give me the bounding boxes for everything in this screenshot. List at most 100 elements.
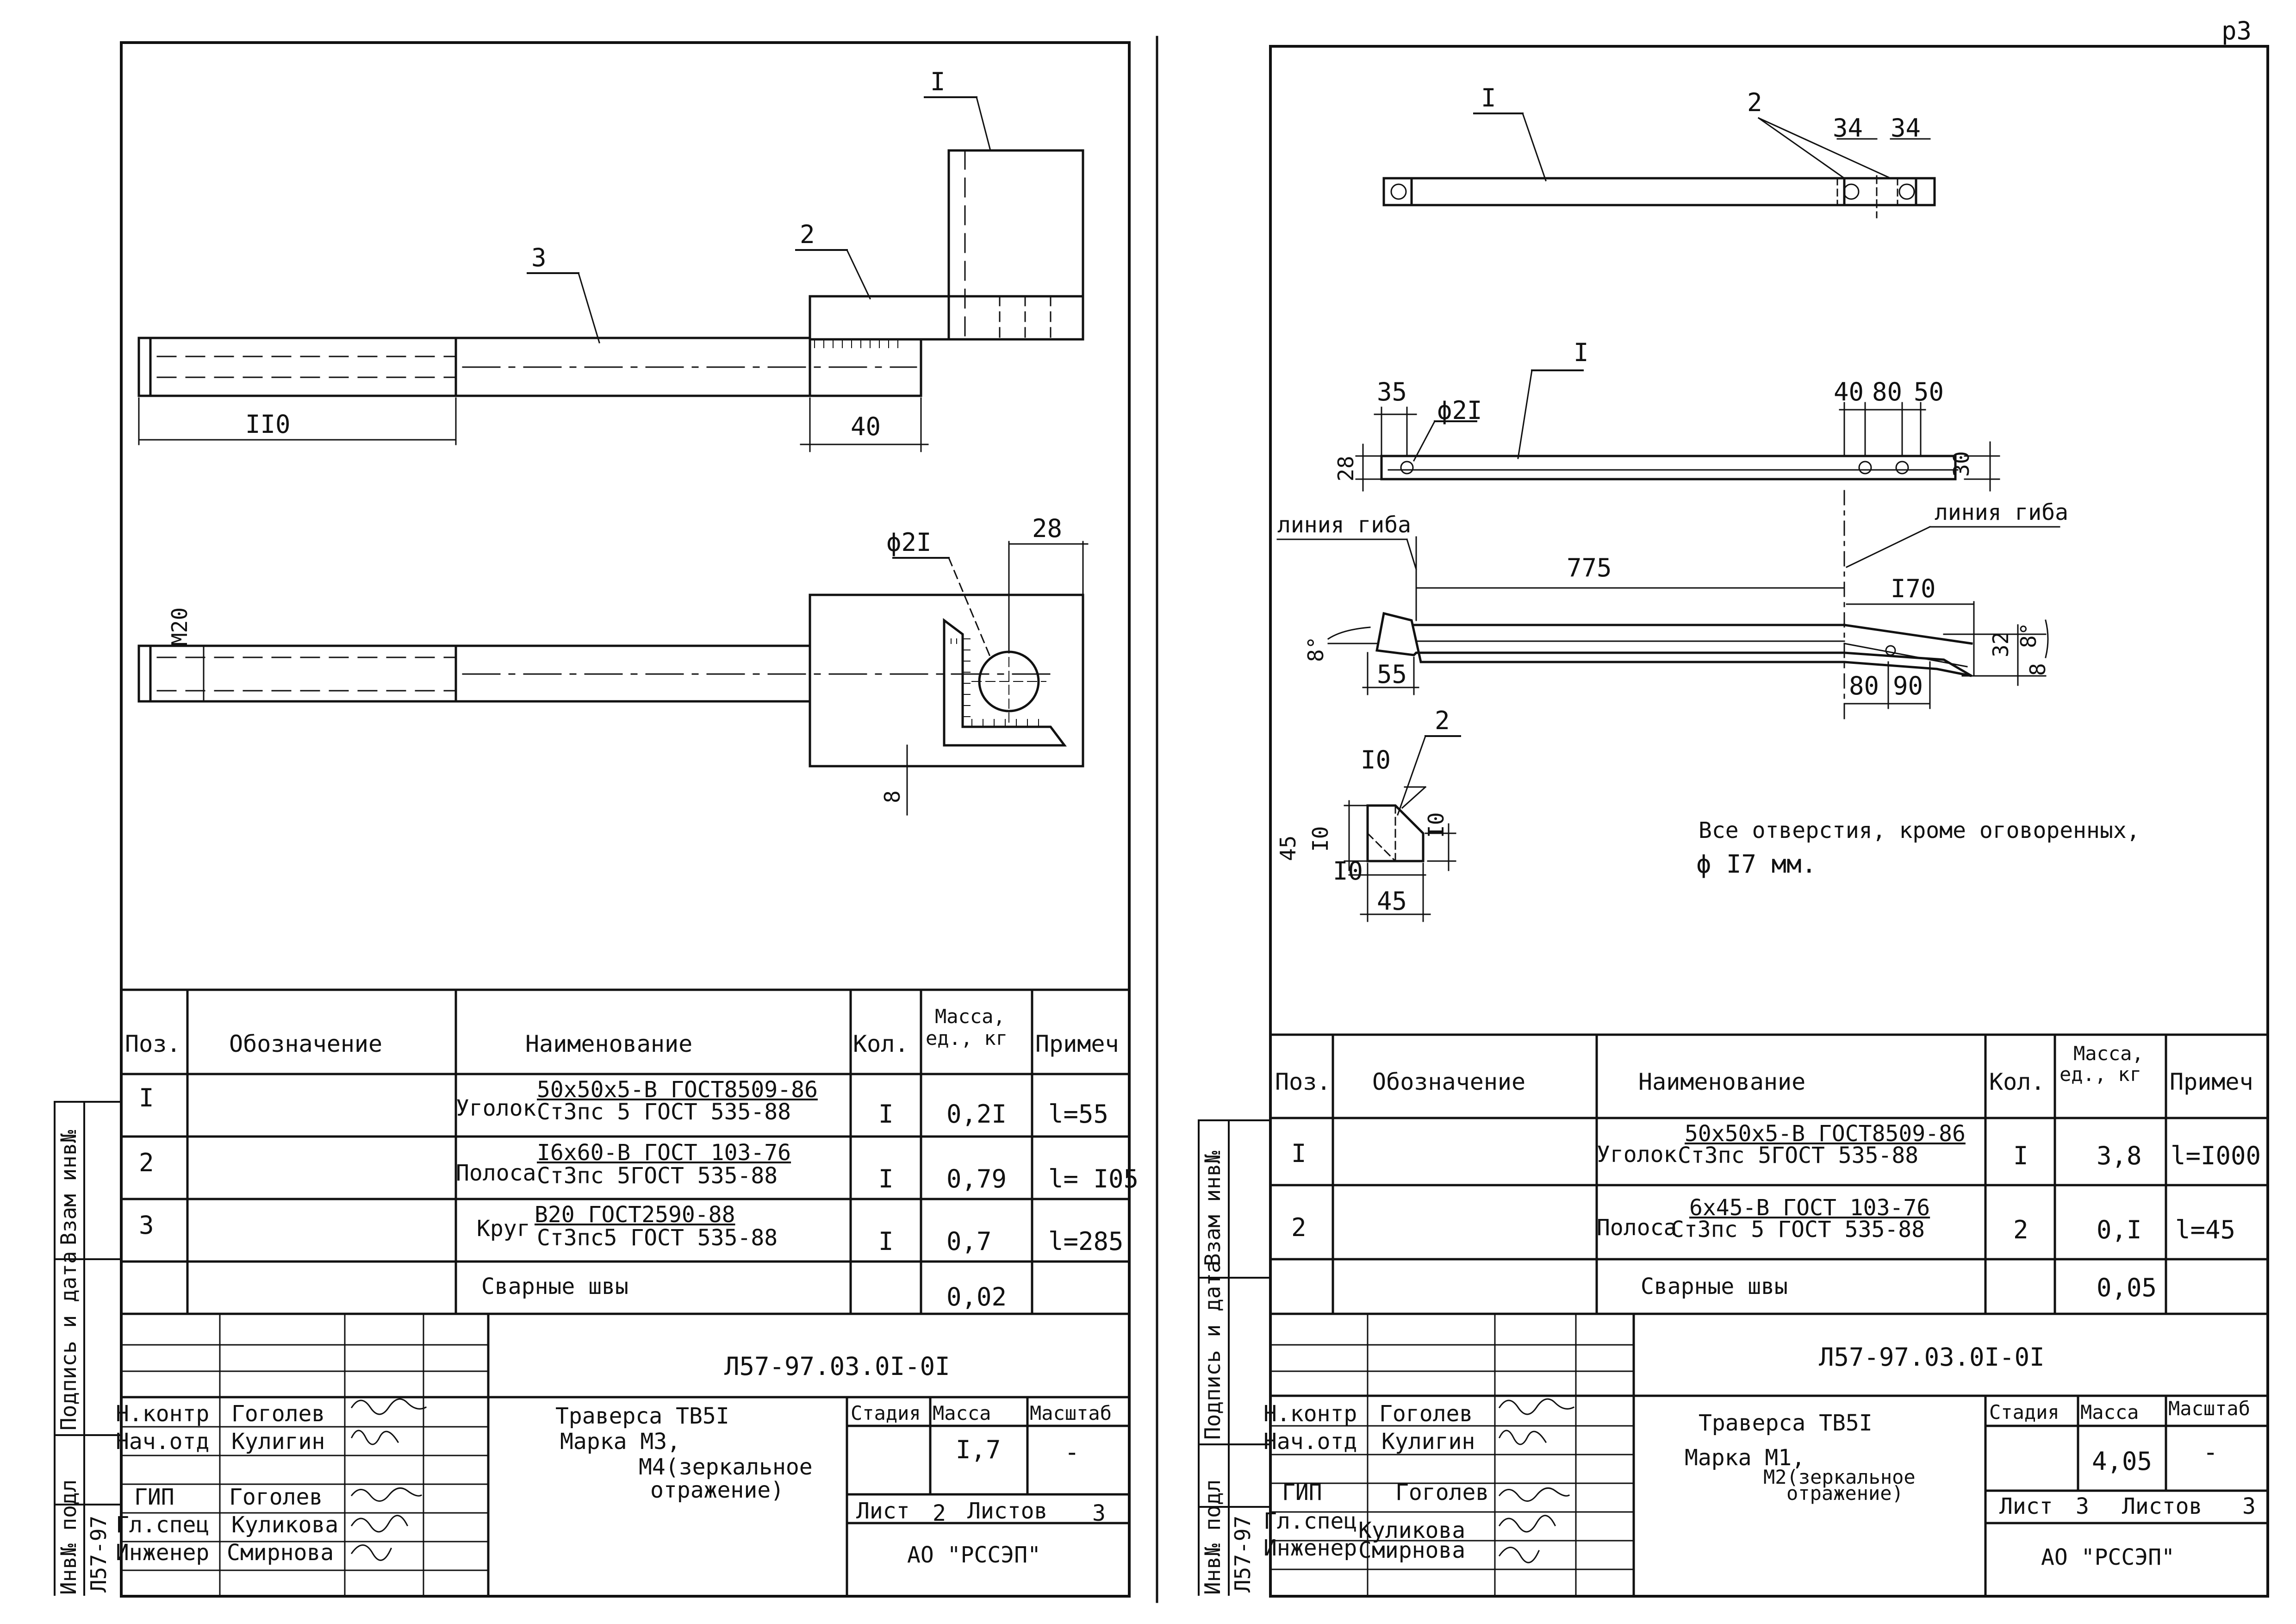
right-dim-170: I70 [1891, 574, 1936, 603]
right-bend-line-left: линия гиба [1277, 512, 1411, 538]
right-stage-label: Стадия [1989, 1401, 2060, 1424]
right-row1-qty: I [2013, 1141, 2028, 1170]
right-dim-80b: 80 [1849, 671, 1879, 700]
left-signer-4-name: Куликова [231, 1512, 339, 1538]
right-spec-header-pos: Поз. [1275, 1068, 1331, 1095]
right-sheet-value: 3 [2076, 1493, 2089, 1519]
right-row1-note: l=I000 [2171, 1141, 2261, 1170]
right-title-name-1: Траверса ТВ5I [1699, 1410, 1873, 1436]
right-row1-pos: I [1291, 1139, 1307, 1168]
right-signatures [1498, 1398, 1575, 1563]
right-dim-28: 28 [1333, 456, 1358, 481]
left-dim-40: 40 [851, 412, 881, 441]
left-sheet-value: 2 [933, 1500, 946, 1526]
left-mass-value: I,7 [956, 1435, 1001, 1464]
left-row2-note: l= I05 [1048, 1164, 1139, 1193]
left-row3-qty: I [878, 1227, 894, 1256]
left-signer-4-role: Гл.спец [116, 1512, 210, 1538]
right-spec-header-designation: Обозначение [1372, 1068, 1526, 1095]
left-dim-28: 28 [1032, 514, 1063, 543]
right-welds-label: Сварные швы [1641, 1274, 1788, 1299]
left-row2-bottom: Ст3пс 5ГОСТ 535-88 [537, 1163, 778, 1189]
right-spec-header-qty: Кол. [1989, 1068, 2045, 1095]
left-signer-2-name: Кулигин [231, 1429, 325, 1455]
right-title-name-4: отражение) [1786, 1482, 1904, 1505]
right-signer-3-role: ГИП [1282, 1480, 1322, 1505]
left-spec-table-grid [120, 988, 1131, 1315]
sheet-corner-mark: р3 [2221, 16, 2252, 45]
right-note-2: ϕ I7 мм. [1696, 849, 1817, 879]
right-sheet-frame [1269, 45, 2269, 1598]
left-row3-top: В20 ГОСТ2590-88 [535, 1202, 735, 1228]
right-sheets-value: 3 [2242, 1493, 2256, 1519]
right-dim-10d: I0 [1333, 856, 1363, 886]
left-row2-mass: 0,79 [946, 1164, 1007, 1193]
right-title-block-grid [1269, 1312, 2269, 1598]
right-drawing-flat-view [1355, 369, 2000, 492]
right-row2-mass: 0,I [2097, 1215, 2142, 1244]
right-dim-45b: 45 [1377, 887, 1407, 916]
right-scale-value: - [2203, 1437, 2218, 1467]
left-row1-mass: 0,2I [946, 1099, 1007, 1129]
right-dim-35: 35 [1377, 377, 1407, 406]
left-side-strip [54, 1101, 122, 1596]
left-welds-mass: 0,02 [946, 1282, 1007, 1312]
right-drawing-gusset [1344, 735, 1461, 922]
left-title-name-3: М4(зеркальное [639, 1454, 813, 1480]
left-callout-3: 3 [531, 243, 547, 272]
left-row3-note: l=285 [1048, 1227, 1124, 1256]
right-welds-mass: 0,05 [2097, 1273, 2157, 1302]
right-dim-80: 80 [1872, 377, 1903, 406]
left-mass-label: Масса [933, 1402, 991, 1424]
right-dim-8deg-left: 8° [1303, 636, 1328, 662]
right-callout-2b: 2 [1435, 706, 1450, 735]
right-side-inv: Инв№ подл [1200, 1479, 1225, 1595]
right-title-name-2: Марка М1, [1685, 1445, 1805, 1471]
right-row1-bottom: Ст3пс 5ГОСТ 535-88 [1678, 1143, 1919, 1168]
left-row3-bottom: Ст3пс5 ГОСТ 535-88 [537, 1225, 778, 1251]
right-signer-2-name: Кулигин [1381, 1429, 1475, 1455]
left-signatures [350, 1398, 427, 1561]
left-sheet-label: Лист [856, 1498, 910, 1524]
left-signer-1-name: Гоголев [231, 1401, 325, 1427]
left-drawing-plan-view [137, 541, 1089, 816]
right-callout-2: 2 [1747, 88, 1762, 117]
left-row1-note: l=55 [1048, 1099, 1109, 1129]
left-signer-5-name: Смирнова [227, 1540, 334, 1566]
left-side-inv: Инв№ подл [56, 1479, 81, 1595]
right-title-name-3: М2(зеркальное [1763, 1466, 1916, 1488]
left-title-name-1: Траверса ТВ5I [555, 1403, 729, 1429]
right-dim-32: 32 [1988, 631, 2013, 657]
right-mass-label: Масса [2080, 1401, 2139, 1424]
right-spec-header-mass-2: ед., кг [2060, 1063, 2142, 1086]
right-signer-3-name: Гоголев [1395, 1480, 1489, 1505]
left-dim-d21: ϕ2I [886, 528, 932, 557]
right-row2-pos: 2 [1291, 1213, 1307, 1242]
right-row2-prefix: Полоса [1597, 1215, 1677, 1241]
right-mass-value: 4,05 [2092, 1447, 2153, 1476]
left-spec-header-designation: Обозначение [229, 1031, 383, 1057]
left-spec-header-mass-2: ед., кг [926, 1027, 1008, 1049]
right-drawing-bent-view [1276, 490, 2060, 723]
left-row3-prefix: Круг [477, 1216, 530, 1242]
left-title-name-4: отражение) [650, 1477, 784, 1503]
right-spec-header-mass-1: Масса, [2073, 1042, 2144, 1065]
right-row1-top: 50x50x5-В ГОСТ8509-86 [1685, 1121, 1966, 1147]
right-signer-5-name: Смирнова [1358, 1537, 1466, 1563]
right-spec-table-grid [1269, 1033, 2269, 1315]
left-sheets-value: 3 [1092, 1500, 1106, 1526]
left-dim-110: II0 [245, 410, 291, 439]
right-signer-2-role: Нач.отд [1263, 1429, 1357, 1455]
right-dim-8deg-right: 8° [2016, 622, 2041, 648]
right-drawing-top-view [1382, 112, 1936, 219]
left-sheets-label: Листов [967, 1498, 1048, 1524]
right-dim-50: 50 [1914, 377, 1944, 406]
left-signer-3-role: ГИП [134, 1484, 174, 1510]
left-scale-label: Масштаб [1030, 1402, 1112, 1424]
right-dim-45a: 45 [1276, 835, 1300, 861]
right-callout-1a: I [1481, 83, 1496, 112]
left-row2-top: I6x60-В ГОСТ 103-76 [537, 1140, 791, 1166]
right-org: АО "РССЭП" [2041, 1544, 2175, 1570]
left-signer-2-role: Нач.отд [116, 1429, 210, 1455]
